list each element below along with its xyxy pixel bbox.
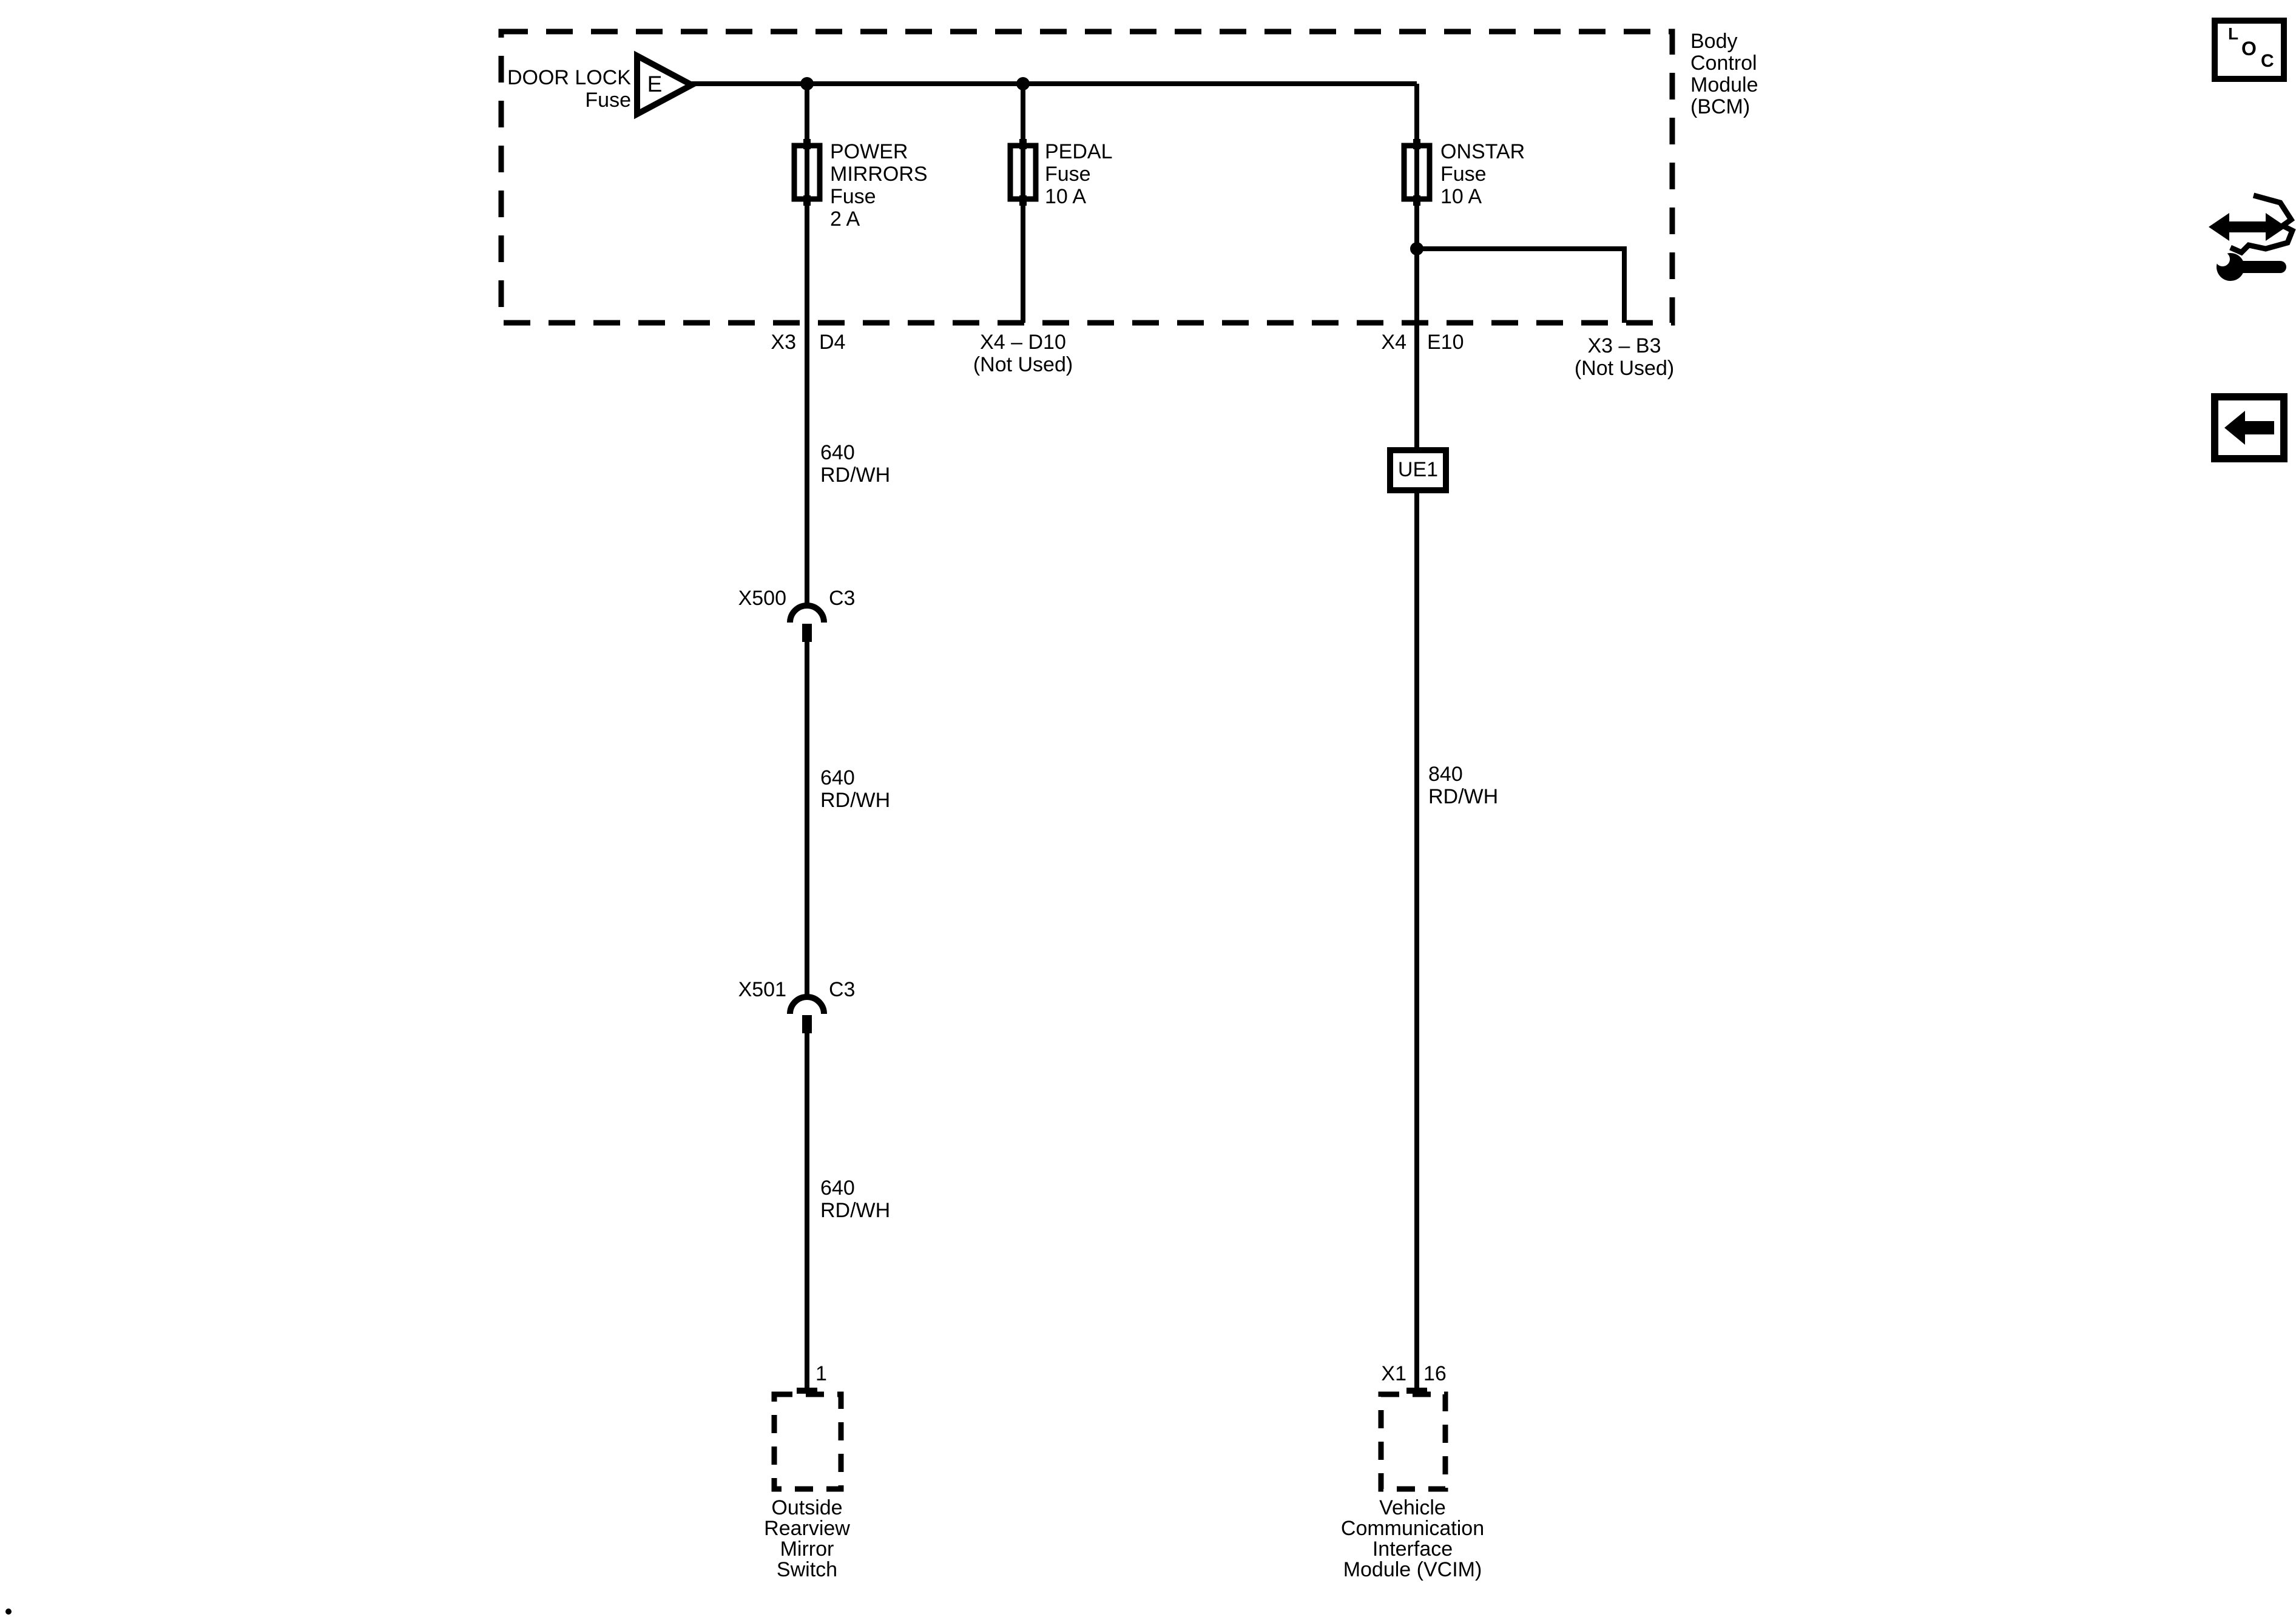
x501-connector-symbol	[787, 994, 827, 1033]
onstar-fuse-symbol	[1401, 139, 1433, 206]
wire-label-640-1: 640 RD/WH	[820, 441, 891, 487]
vcim-connector-x1: X1	[1381, 1362, 1406, 1385]
power-mirrors-fuse-label: POWER MIRRORS Fuse 2 A	[830, 140, 928, 231]
loc-letter-o: O	[2241, 38, 2257, 59]
pedal-fuse-symbol	[1007, 139, 1039, 206]
door-lock-fuse-label: DOOR LOCK Fuse	[507, 66, 631, 112]
x500-cavity-label: C3	[829, 587, 856, 610]
vcim-label: Vehicle Communication Interface Module (…	[1340, 1496, 1485, 1581]
back-arrow-icon	[2224, 411, 2274, 445]
power-feed-letter: E	[647, 72, 663, 96]
loc-letter-c: C	[2261, 51, 2274, 71]
onstar-fuse-label: ONSTAR Fuse 10 A	[1440, 140, 1525, 208]
bcm-pin-b3-not-used: X3 – B3 (Not Used)	[1574, 334, 1675, 380]
rpo-code-label: UE1	[1397, 458, 1439, 481]
bcm-connector-x4: X4	[1381, 331, 1406, 354]
junction-dot	[1410, 242, 1423, 255]
back-button[interactable]	[2211, 393, 2288, 462]
vcim-dashed-box	[1378, 1391, 1448, 1492]
vcim-terminal	[1406, 1388, 1427, 1394]
rpo-code-box	[1387, 447, 1449, 493]
stray-dot	[5, 1609, 12, 1615]
x501-cavity-label: C3	[829, 978, 856, 1001]
wire-label-640-2: 640 RD/WH	[820, 766, 891, 812]
wrench-handle	[2237, 261, 2286, 273]
mirror-switch-terminal	[797, 1388, 817, 1394]
wire-label-840: 840 RD/WH	[1428, 763, 1499, 808]
bcm-pin-d10-not-used: X4 – D10 (Not Used)	[973, 331, 1073, 376]
x500-connector-label: X500	[738, 587, 786, 610]
b3-branch-wire	[1417, 246, 1627, 323]
wrench-jaw-notch	[2215, 252, 2230, 266]
junction-dot	[800, 77, 814, 90]
power-mirrors-fuse-symbol	[791, 139, 823, 206]
x501-connector-label: X501	[738, 978, 786, 1001]
bcm-pin-d4: D4	[819, 331, 846, 354]
bcm-connector-x3: X3	[771, 331, 796, 354]
double-arrow-icon	[2209, 213, 2286, 241]
pedal-fuse-label: PEDAL Fuse 10 A	[1045, 140, 1113, 208]
power-feed-triangle[interactable]	[634, 50, 698, 120]
mirror-switch-pin: 1	[815, 1362, 827, 1385]
vcim-pin-16: 16	[1423, 1362, 1447, 1385]
mirror-switch-dashed-box	[771, 1391, 844, 1492]
mirror-switch-label: Outside Rearview Mirror Switch	[764, 1496, 850, 1581]
wire-label-640-3: 640 RD/WH	[820, 1176, 891, 1222]
diagnostic-outline	[2229, 192, 2296, 256]
loc-button-frame[interactable]	[2212, 18, 2287, 82]
x500-connector-symbol	[787, 603, 827, 642]
loc-letter-l: L	[2228, 24, 2239, 43]
junction-dot	[1016, 77, 1030, 90]
bcm-label: Body Control Module (BCM)	[1690, 30, 1758, 118]
bcm-dashed-box	[498, 29, 1675, 326]
wrench-diagnostic-icon[interactable]	[2209, 192, 2296, 281]
bcm-pin-e10: E10	[1427, 331, 1464, 354]
